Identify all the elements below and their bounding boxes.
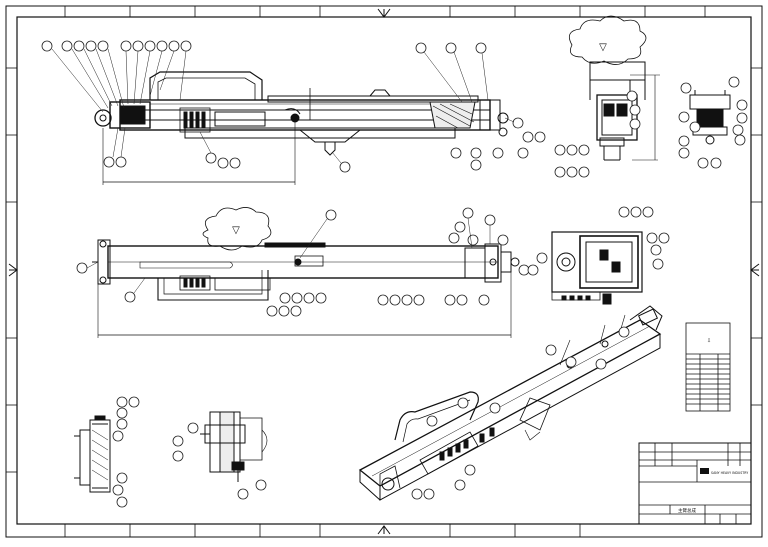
detail-b-balloons [172,422,267,500]
section-cloud-middle [202,207,272,251]
inner-border [16,16,752,525]
side-view-balloons [41,40,546,173]
title-block [638,442,752,525]
end-view-b-balloons [678,76,748,169]
cross-section-balloons [536,206,670,270]
cross-section-view [551,231,643,305]
section-cloud-right [568,15,647,65]
drawing-title: 主臂总成 [678,507,696,514]
boom-side-view [94,71,509,185]
isometric-view [358,305,663,501]
end-view-b [689,90,731,145]
border-ticks [6,6,762,537]
end-view-a-balloons [554,90,641,178]
outer-border [5,5,763,538]
boom-plan-view [92,239,520,338]
isometric-balloons [411,326,630,500]
detail-a-balloons [112,396,140,508]
revision-table-header: ⇩ [707,338,711,344]
plan-view-leaders [86,217,491,294]
plan-view-balloons [76,207,539,317]
company-name: SANY HEAVY INDUSTRY [711,471,748,475]
section-mark-right: ▽ [599,42,607,53]
detail-view-a [74,415,111,493]
end-view-a [589,61,660,161]
section-mark-middle: ▽ [232,225,240,236]
company-logo-mark [700,468,709,474]
side-view-leaders [51,48,515,164]
centering-marks [8,8,760,535]
revision-table [685,322,731,412]
detail-view-b [200,411,268,482]
